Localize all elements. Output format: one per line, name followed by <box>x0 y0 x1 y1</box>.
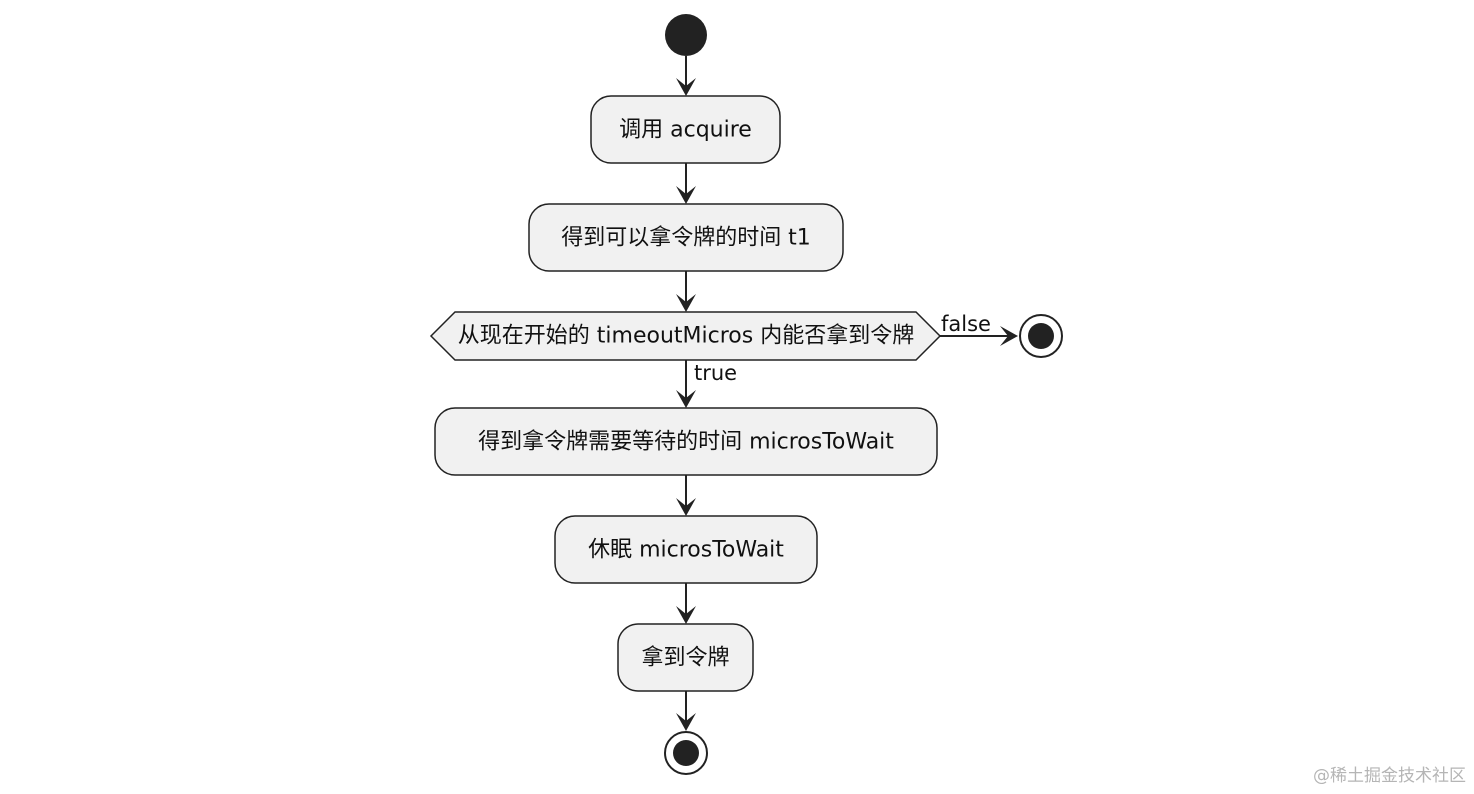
action-call-acquire-label: 调用 acquire <box>619 118 752 143</box>
edge-call-acquire-to-get-time <box>676 163 696 204</box>
edge-decision-false: false <box>940 312 1018 346</box>
action-get-wait-time-label: 得到拿令牌需要等待的时间 microsToWait <box>478 429 894 455</box>
action-get-time-t1-label: 得到可以拿令牌的时间 t1 <box>561 225 811 251</box>
end-node-false <box>1019 314 1063 358</box>
edge-get-time-to-decision <box>676 271 696 312</box>
action-got-token: 拿到令牌 <box>617 623 754 692</box>
branch-label-false: false <box>941 312 991 336</box>
action-get-time-t1: 得到可以拿令牌的时间 t1 <box>528 203 844 272</box>
end-node <box>664 731 708 775</box>
edge-sleep-to-got-token <box>676 583 696 624</box>
edge-decision-true: true <box>676 360 737 408</box>
action-sleep-label: 休眠 microsToWait <box>588 538 784 563</box>
decision-timeout-label: 从现在开始的 timeoutMicros 内能否拿到令牌 <box>458 323 914 349</box>
decision-timeout: 从现在开始的 timeoutMicros 内能否拿到令牌 <box>429 311 942 361</box>
action-call-acquire: 调用 acquire <box>590 95 781 164</box>
edge-got-token-to-end <box>676 691 696 731</box>
action-got-token-label: 拿到令牌 <box>641 645 729 671</box>
watermark: @稀土掘金技术社区 <box>1313 766 1466 786</box>
start-node <box>665 14 707 56</box>
edge-get-wait-to-sleep <box>676 475 696 516</box>
action-get-wait-time: 得到拿令牌需要等待的时间 microsToWait <box>434 407 938 476</box>
branch-label-true: true <box>694 361 737 385</box>
edge-start-to-call-acquire <box>676 56 696 96</box>
action-sleep: 休眠 microsToWait <box>554 515 818 584</box>
